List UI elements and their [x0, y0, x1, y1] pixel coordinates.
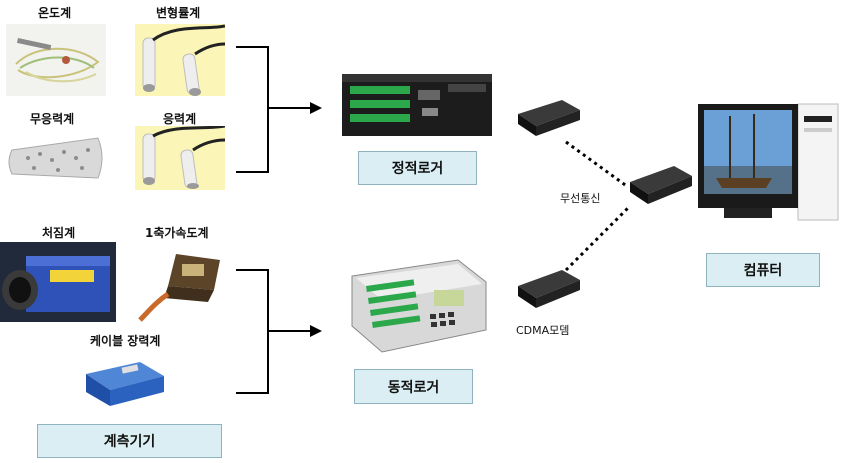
static-logger-image [342, 74, 492, 136]
settlement-label: 처짐계 [42, 226, 76, 240]
cdma-modem-image [518, 270, 580, 308]
nonstress-label: 무응력계 [30, 112, 75, 126]
static-logger-box: 정적로거 [358, 151, 477, 185]
stress-gauge-image [135, 126, 225, 190]
laser-displacement-image [0, 242, 116, 322]
wireless-dotted-link-bottom [564, 206, 630, 272]
upper-bracket [236, 46, 269, 173]
accel-label: 1축가속도계 [145, 226, 209, 240]
lower-arrowhead [310, 325, 322, 337]
temperature-label: 온도계 [38, 6, 72, 20]
computer-box: 컴퓨터 [706, 253, 820, 287]
modem-center-image [630, 166, 692, 204]
lower-bracket [236, 269, 269, 394]
dynamic-logger-image [351, 259, 487, 353]
modem-top-image [518, 100, 580, 136]
strain-label: 변형률계 [156, 6, 201, 20]
dynamic-logger-box: 동적로거 [354, 369, 473, 404]
upper-arrowhead [310, 102, 322, 114]
instruments-box: 계측기기 [37, 424, 222, 458]
cable-tension-image [86, 362, 164, 406]
accelerometer-image [138, 254, 220, 322]
wireless-label: 무선통신 [560, 192, 601, 205]
stress-label: 응력계 [163, 112, 197, 126]
cdma-label: CDMA모뎀 [516, 324, 570, 337]
thermometer-image [6, 24, 106, 96]
nonstress-gauge-image [8, 137, 103, 179]
cable-label: 케이블 장력계 [90, 334, 161, 348]
computer-image [698, 103, 839, 221]
wireless-dotted-link-top [565, 140, 629, 189]
strain-gauge-image [135, 24, 225, 96]
